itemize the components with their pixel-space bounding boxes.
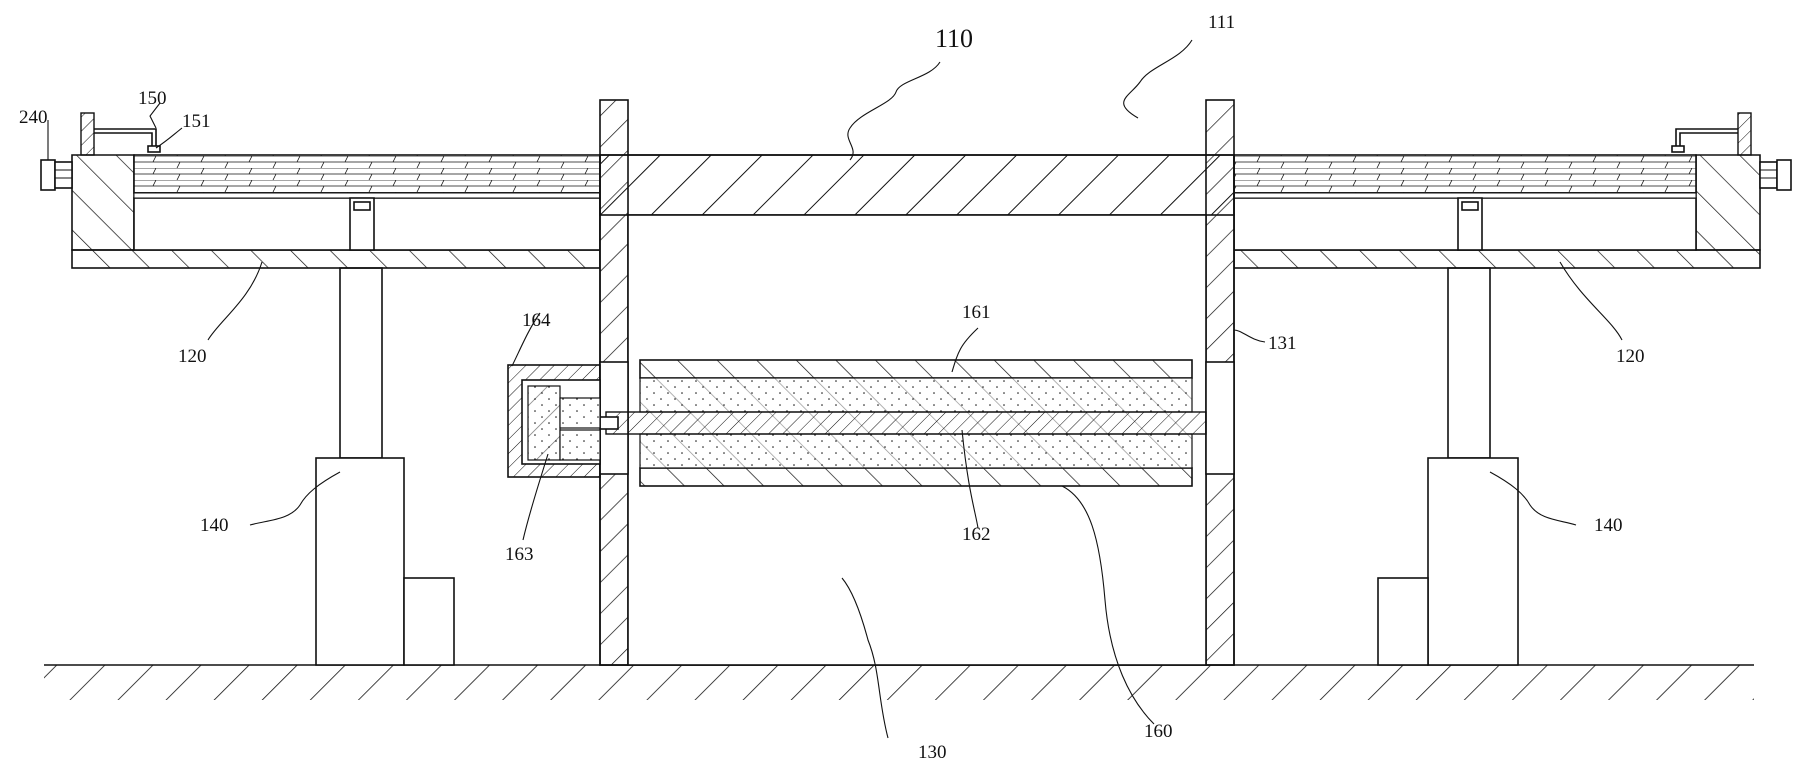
right-support-140: [1377, 267, 1519, 666]
label-240: 240: [19, 107, 48, 128]
label-111: 111: [1208, 12, 1235, 33]
left-support-140: [315, 267, 455, 666]
label-162: 162: [962, 524, 991, 545]
actuator-160: [597, 359, 1207, 487]
label-120-right: 120: [1616, 346, 1645, 367]
label-140-right: 140: [1594, 515, 1623, 536]
reference-labels: 110 111 120 120 130 131 140 140 150 151 …: [19, 12, 1645, 763]
label-110: 110: [935, 24, 973, 53]
ground: [20, 664, 1790, 730]
left-platform-120: [40, 112, 601, 269]
leader-lines: [47, 39, 1623, 739]
label-131: 131: [1268, 333, 1297, 354]
label-161: 161: [962, 302, 991, 323]
motor-163: [507, 364, 601, 478]
label-120-left: 120: [178, 346, 207, 367]
label-150: 150: [138, 88, 167, 109]
label-160: 160: [1144, 721, 1173, 742]
label-130: 130: [918, 742, 947, 763]
right-platform-120: [1233, 112, 1792, 269]
label-151: 151: [182, 111, 211, 132]
label-140-left: 140: [200, 515, 229, 536]
label-163: 163: [505, 544, 534, 565]
label-164: 164: [522, 310, 551, 331]
